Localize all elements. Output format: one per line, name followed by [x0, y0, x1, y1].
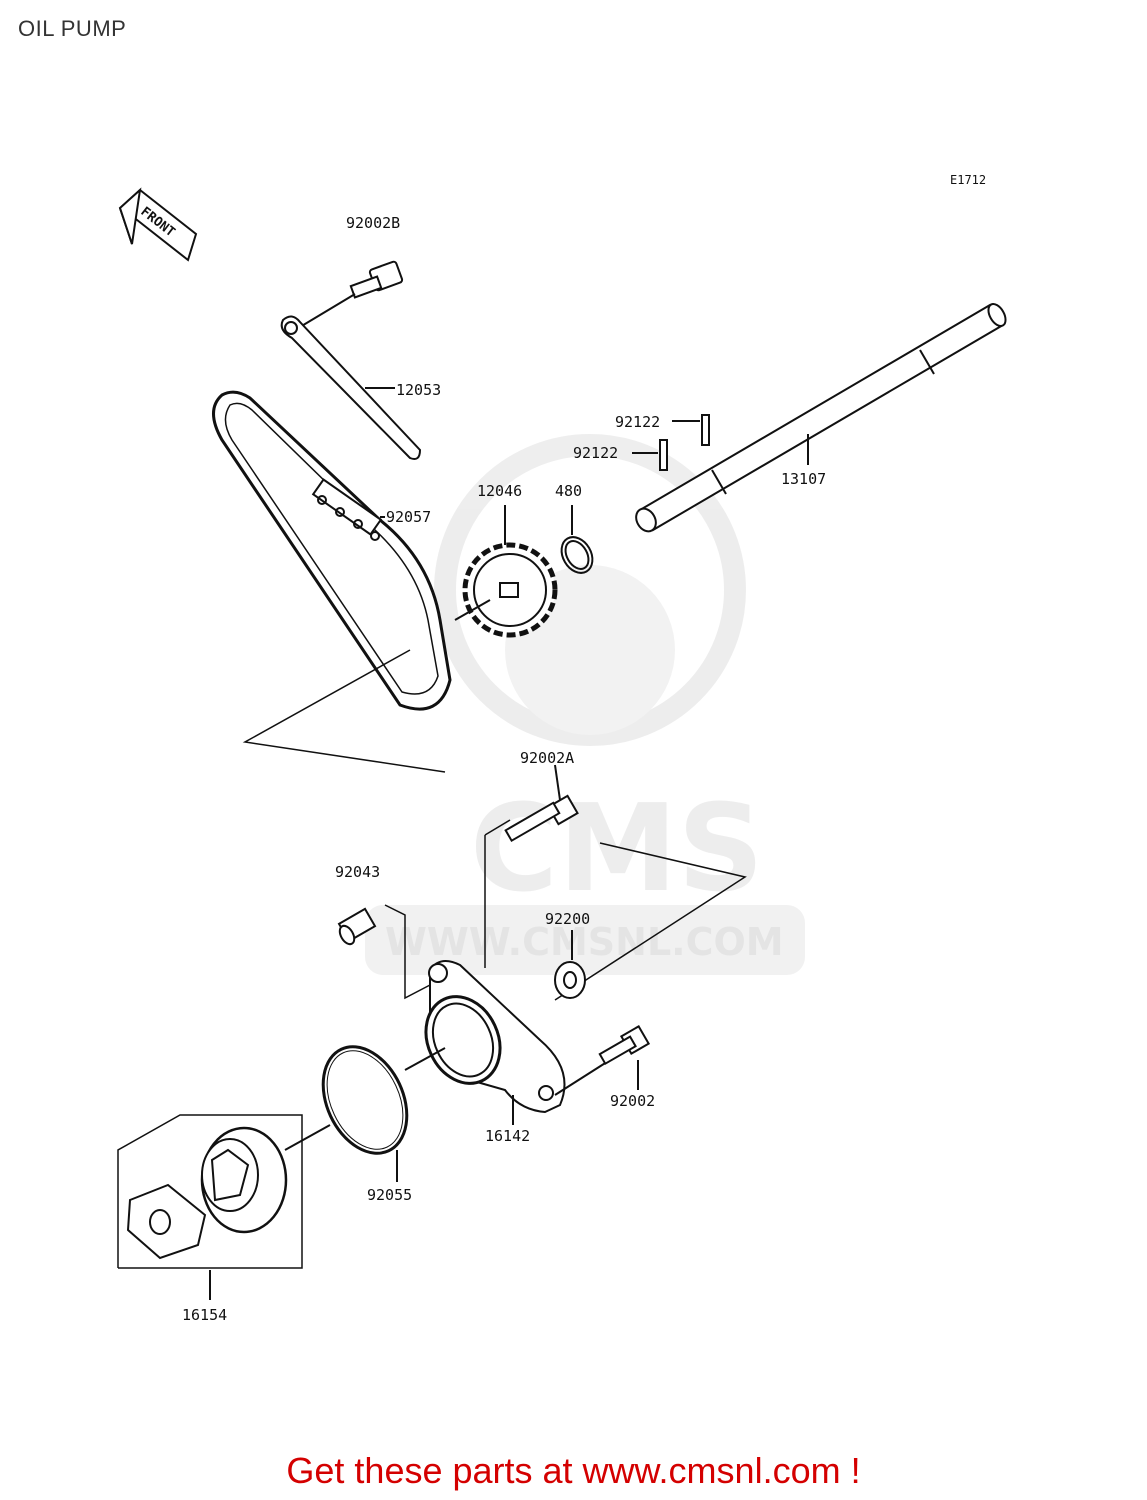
chain-guide-12053: [280, 315, 422, 460]
washer-92200: [554, 930, 586, 999]
shaft-13107: [635, 303, 1007, 533]
cms-watermark: CMS WWW.CMSNL.COM: [365, 434, 805, 975]
sprocket-12046: [454, 505, 558, 638]
pin-92122-a: [672, 414, 710, 446]
chain-loop: [212, 390, 452, 711]
chain-links-92057: [311, 478, 385, 541]
leader-lines: [242, 649, 747, 1001]
part-label[interactable]: 92002: [610, 1092, 655, 1110]
part-label[interactable]: 92055: [367, 1186, 412, 1204]
pin-92122-b: [632, 439, 668, 471]
diagram-code: E1712: [950, 173, 986, 187]
page-title: OIL PUMP: [18, 16, 127, 41]
part-label[interactable]: 16142: [485, 1127, 530, 1145]
part-label[interactable]: 92002A: [520, 749, 574, 767]
parts-diagram: CMS WWW.CMSNL.COM E1712 FRONT: [117, 173, 1007, 1324]
bolt-92002: [598, 1024, 651, 1090]
part-label[interactable]: 13107: [781, 470, 826, 488]
part-label[interactable]: 16154: [182, 1306, 227, 1324]
part-label[interactable]: 92200: [545, 910, 590, 928]
o-ring-92055: [284, 1045, 409, 1182]
bolt-92002b: [299, 260, 404, 328]
pump-housing-16142: [404, 960, 611, 1125]
get-parts-link[interactable]: Get these parts at www.cmsnl.com !: [286, 1450, 861, 1491]
circlip-480: [560, 505, 594, 574]
part-label[interactable]: 92122: [573, 444, 618, 462]
dowel-92043: [337, 907, 377, 946]
watermark-url: WWW.CMSNL.COM: [385, 920, 784, 964]
watermark-logo: CMS: [470, 780, 764, 919]
part-label[interactable]: 92043: [335, 863, 380, 881]
part-label[interactable]: 92122: [615, 413, 660, 431]
part-label[interactable]: 12046: [477, 482, 522, 500]
part-label[interactable]: 480: [555, 482, 582, 500]
front-arrow-icon: FRONT: [118, 187, 198, 262]
rotor-set-16154: [117, 1114, 303, 1300]
part-label[interactable]: 92002B: [346, 214, 400, 232]
part-label[interactable]: 92057: [386, 508, 431, 526]
bolt-92002a: [504, 764, 579, 843]
part-label[interactable]: 12053: [396, 381, 441, 399]
